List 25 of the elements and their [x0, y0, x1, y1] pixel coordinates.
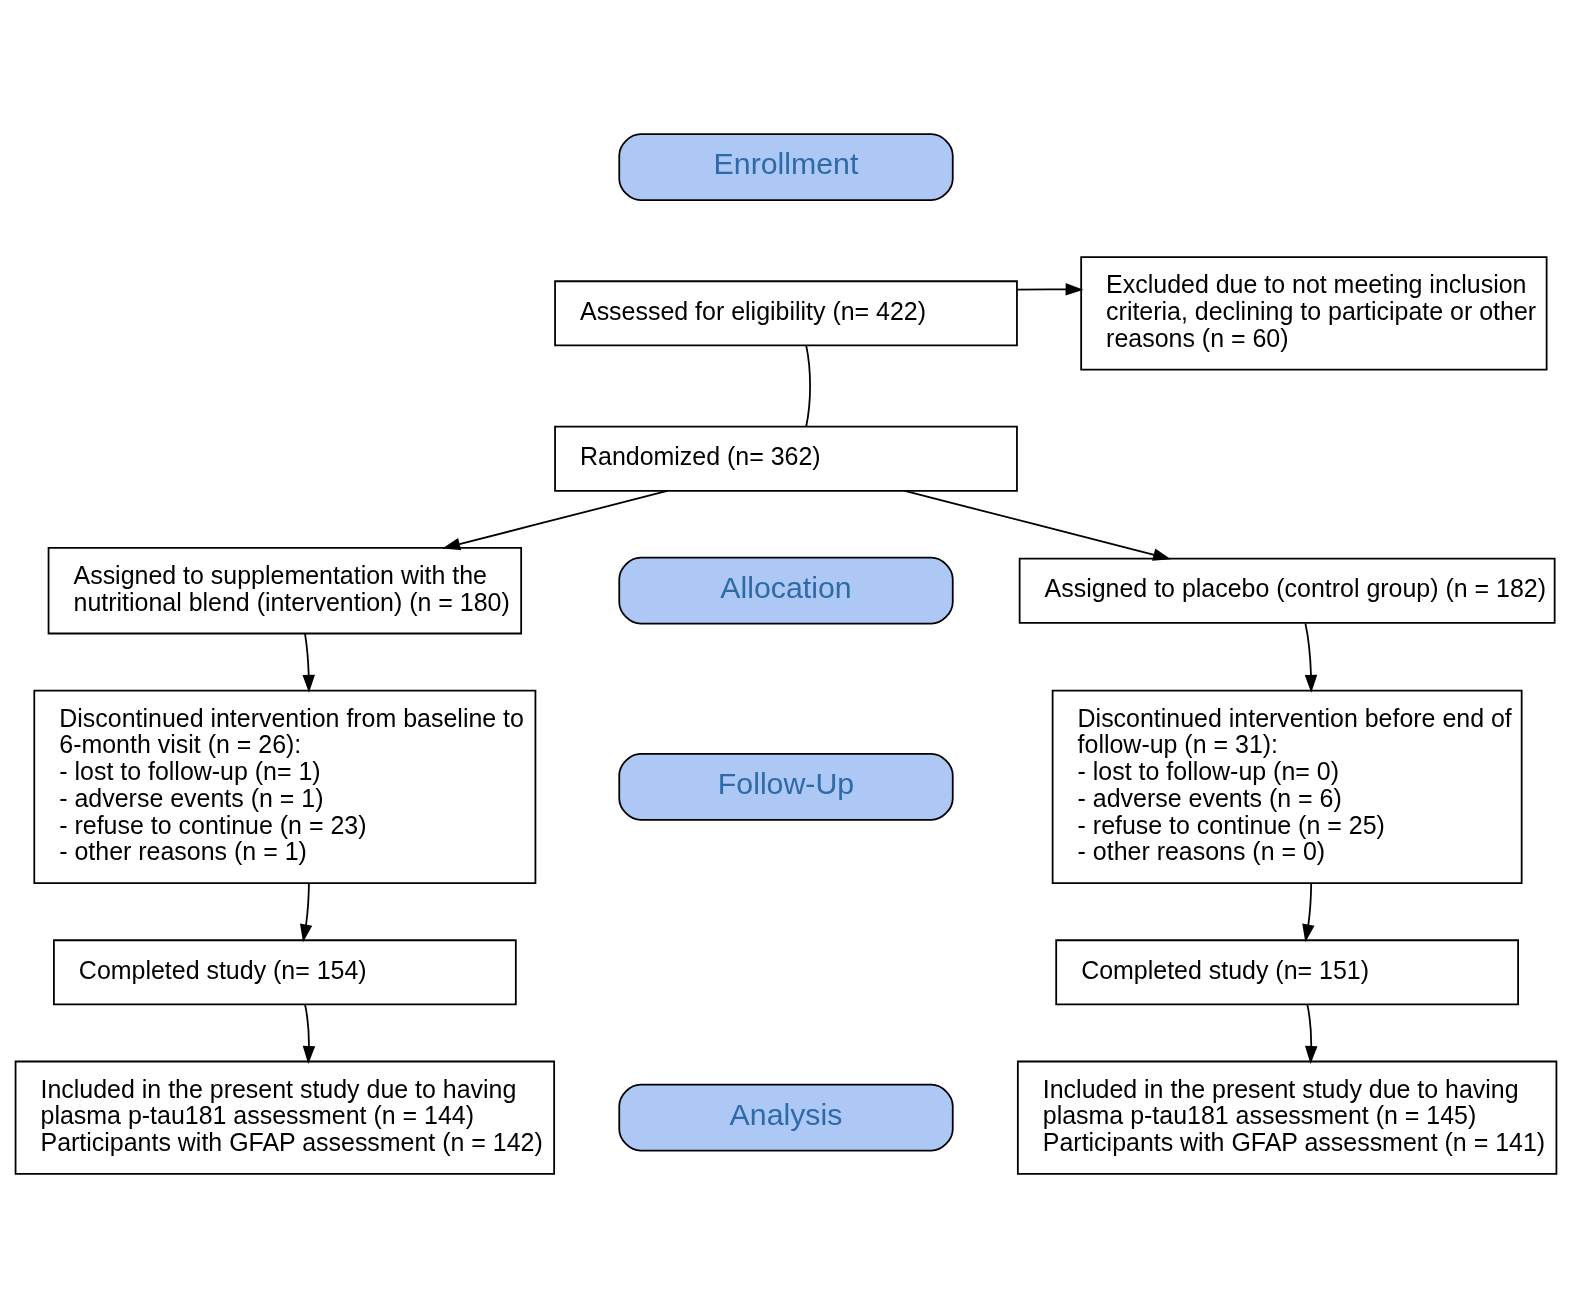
node-box: Completed study (n= 154) — [53, 939, 517, 1006]
node-box: Follow-Up — [618, 753, 954, 821]
arrow — [903, 490, 1171, 561]
arrow — [299, 882, 313, 943]
arrow — [302, 1004, 316, 1064]
node-box: Discontinued intervention from baseline to 6-month visit (n = 26): - lost to follow-up (n= 1) - adverse events (n = 1) - refuse to continue (n = 23) - other reasons (n = 1) — [33, 689, 537, 885]
node-box: Excluded due to not meeting inclusion criteria, declining to participate or other reasons (n = 60) — [1080, 256, 1548, 371]
node-box: Allocation — [618, 556, 954, 625]
node-box: Included in the present study due to having plasma p-tau181 assessment (n = 144) Participants with GFAP assessment (n = 142) — [14, 1060, 556, 1175]
connector — [805, 345, 811, 428]
node-box: Assessed for eligibility (n= 422) — [554, 280, 1018, 347]
node-box: Completed study (n= 151) — [1055, 939, 1519, 1006]
node-box: Enrollment — [618, 133, 954, 201]
node-box: Randomized (n= 362) — [554, 425, 1018, 492]
node-box: Assigned to placebo (control group) (n = 182) — [1018, 557, 1556, 624]
node-box: Analysis — [618, 1083, 954, 1152]
arrow — [442, 490, 669, 551]
arrow — [1305, 1004, 1318, 1064]
arrow — [1302, 882, 1315, 943]
node-box: Included in the present study due to having plasma p-tau181 assessment (n = 145) Participants with GFAP assessment (n = 141) — [1016, 1060, 1558, 1175]
arrow — [1016, 283, 1084, 296]
arrow — [1304, 622, 1318, 693]
node-box: Assigned to supplementation with the nutritional blend (intervention) (n = 180) — [47, 547, 523, 635]
arrow — [302, 632, 315, 693]
node-box: Discontinued intervention before end of follow-up (n = 31): - lost to follow-up (n= 0) - adverse events (n = 6) - refuse to continue (n = 25) - other reasons (n = 0) — [1051, 689, 1523, 885]
